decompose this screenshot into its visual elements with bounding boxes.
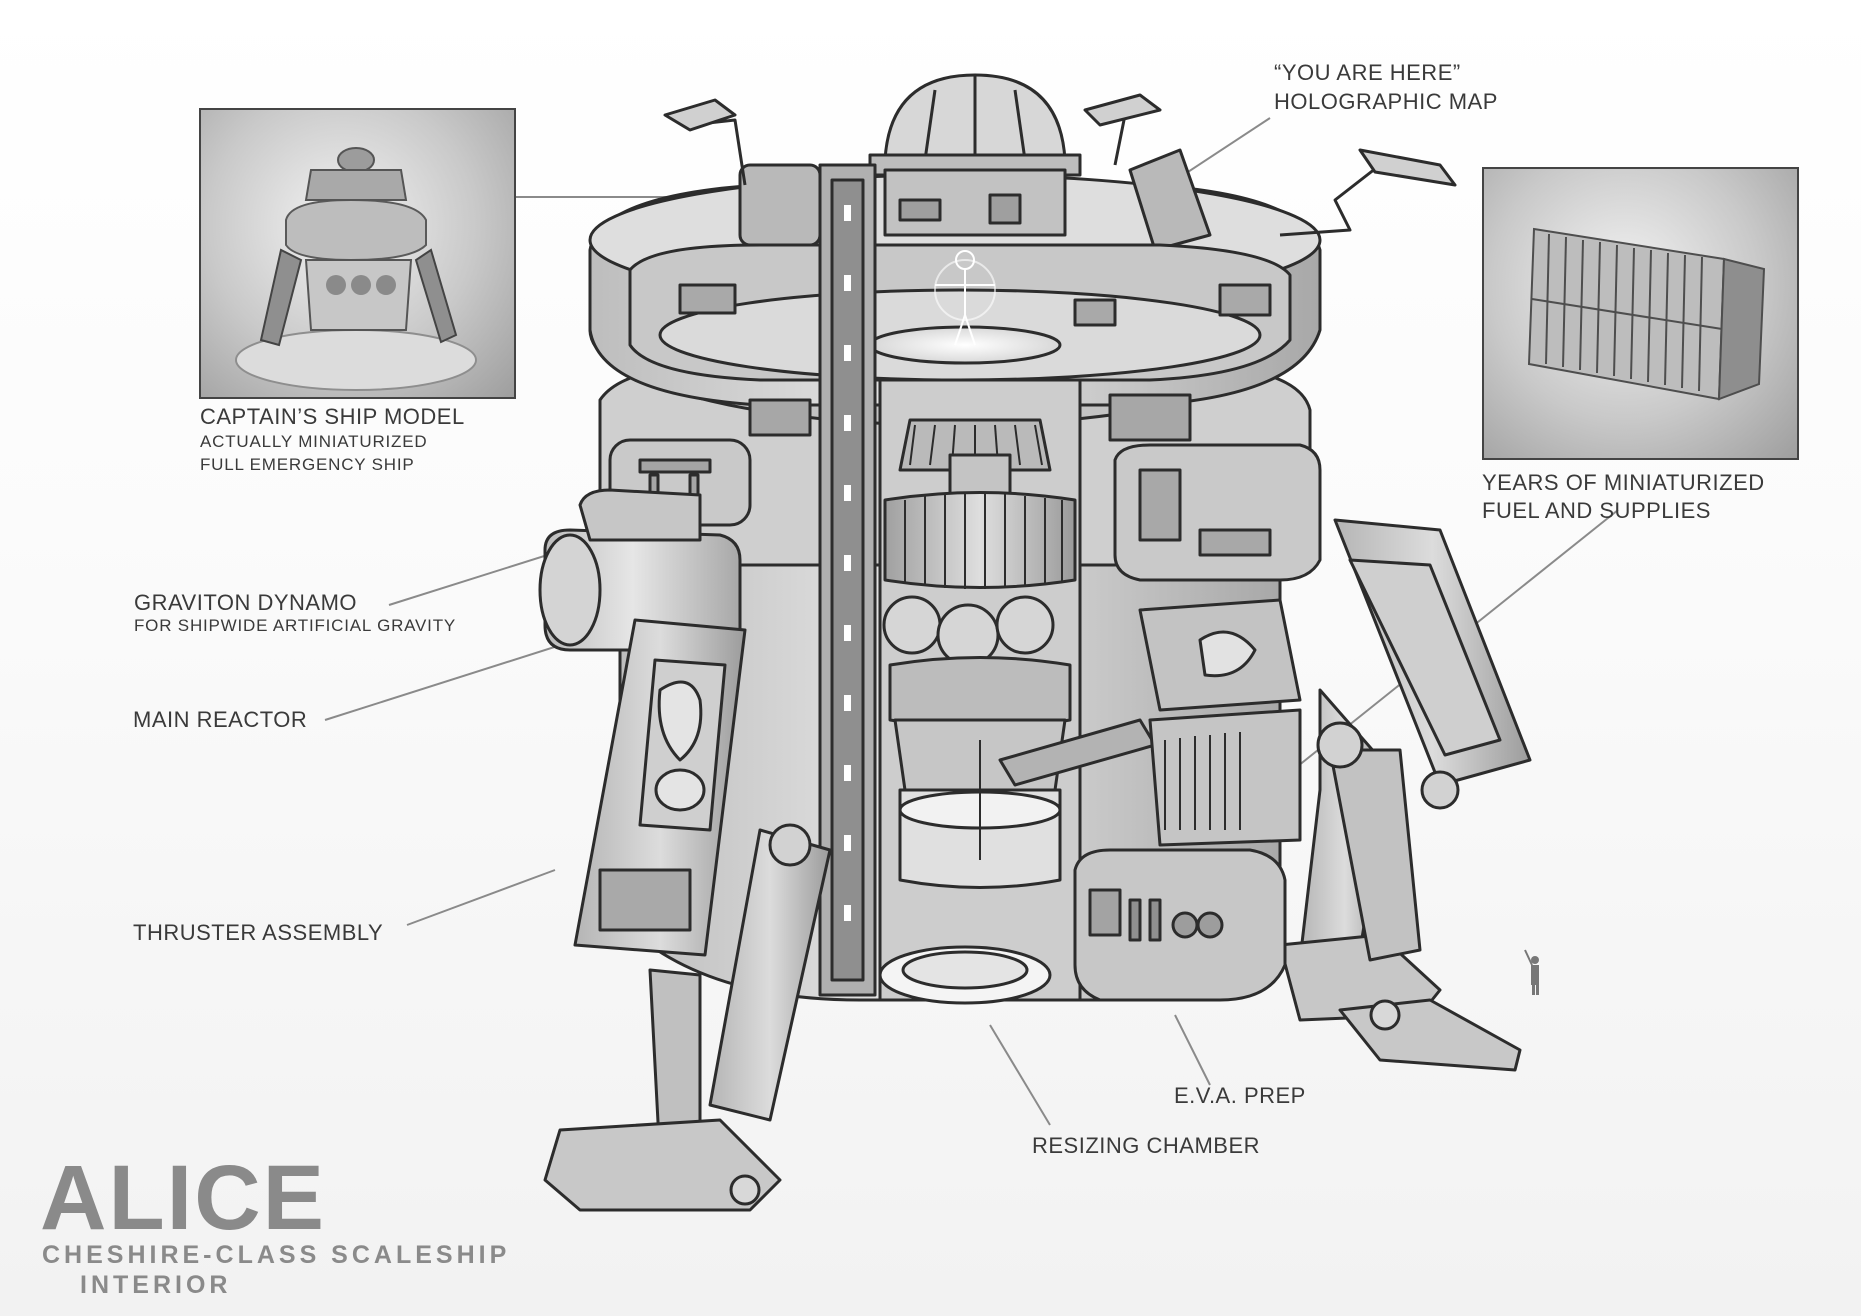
thruster-label: THRUSTER ASSEMBLY	[133, 920, 384, 945]
ship-model-label: CAPTAIN’S SHIP MODEL	[200, 404, 465, 429]
leader-resizing	[989, 1024, 1051, 1126]
reactor-top-cap	[948, 453, 1012, 497]
right-front-leg-strut	[1328, 748, 1422, 962]
reactor-sphere-1	[882, 595, 942, 655]
reactor-sphere-3	[995, 595, 1055, 655]
reactor-lower-ring	[888, 656, 1072, 729]
scale-figure	[1524, 949, 1539, 995]
fuel-racks-render	[1527, 227, 1766, 401]
leader-thruster	[406, 869, 556, 926]
resizing-label: RESIZING CHAMBER	[1032, 1133, 1261, 1158]
graviton-sub: FOR SHIPWIDE ARTIFICIAL GRAVITY	[134, 616, 457, 635]
ship-model-render	[235, 147, 477, 391]
front-legs	[543, 518, 1532, 1212]
reactor-label: MAIN REACTOR	[133, 707, 308, 732]
reactor-sphere-2	[936, 603, 1000, 667]
right-knee-joint	[1316, 721, 1364, 769]
holo-map-platform	[868, 325, 1062, 365]
shaft-lights	[844, 205, 851, 921]
storage-rack-right	[1108, 393, 1192, 442]
right-foot	[1338, 998, 1522, 1072]
ship-model-sub1: ACTUALLY MINIATURIZED	[200, 432, 428, 451]
ship-name-title: ALICE	[40, 1147, 326, 1249]
reactor-ribs	[904, 493, 1063, 589]
antenna-right	[1279, 163, 1381, 237]
left-foot	[543, 1118, 782, 1212]
left-knee-joint	[768, 823, 812, 867]
ship-model-sub2: FULL EMERGENCY SHIP	[200, 455, 415, 474]
fuel-label-line1: YEARS OF MINIATURIZED	[1482, 470, 1765, 495]
interior-subtitle: INTERIOR	[80, 1271, 232, 1299]
eva-label: E.V.A. PREP	[1174, 1083, 1306, 1108]
ship-class-subtitle: CHESHIRE-CLASS SCALESHIP	[42, 1241, 511, 1269]
fuel-label-line2: FUEL AND SUPPLIES	[1482, 498, 1711, 523]
thruster-pod-lower	[578, 488, 702, 542]
holo-map-label-line1: “YOU ARE HERE”	[1274, 60, 1461, 85]
top-pod-right	[1128, 148, 1212, 252]
holo-map-figure	[934, 250, 996, 346]
holo-map-label-line2: HOLOGRAPHIC MAP	[1274, 89, 1498, 114]
side-rooms	[608, 393, 1322, 1002]
ship-model-inset	[199, 108, 516, 399]
fuel-rack-slats	[1164, 732, 1241, 830]
storage-rack-left	[748, 398, 812, 437]
graviton-label: GRAVITON DYNAMO	[134, 590, 358, 615]
central-core	[818, 163, 1157, 1005]
leader-eva	[1174, 1014, 1211, 1086]
antenna-left	[689, 118, 747, 186]
thruster-pods	[538, 488, 742, 652]
main-reactor-drum	[883, 491, 1077, 589]
fuel-supplies-inset	[1482, 167, 1799, 460]
top-pod-left	[738, 163, 822, 247]
